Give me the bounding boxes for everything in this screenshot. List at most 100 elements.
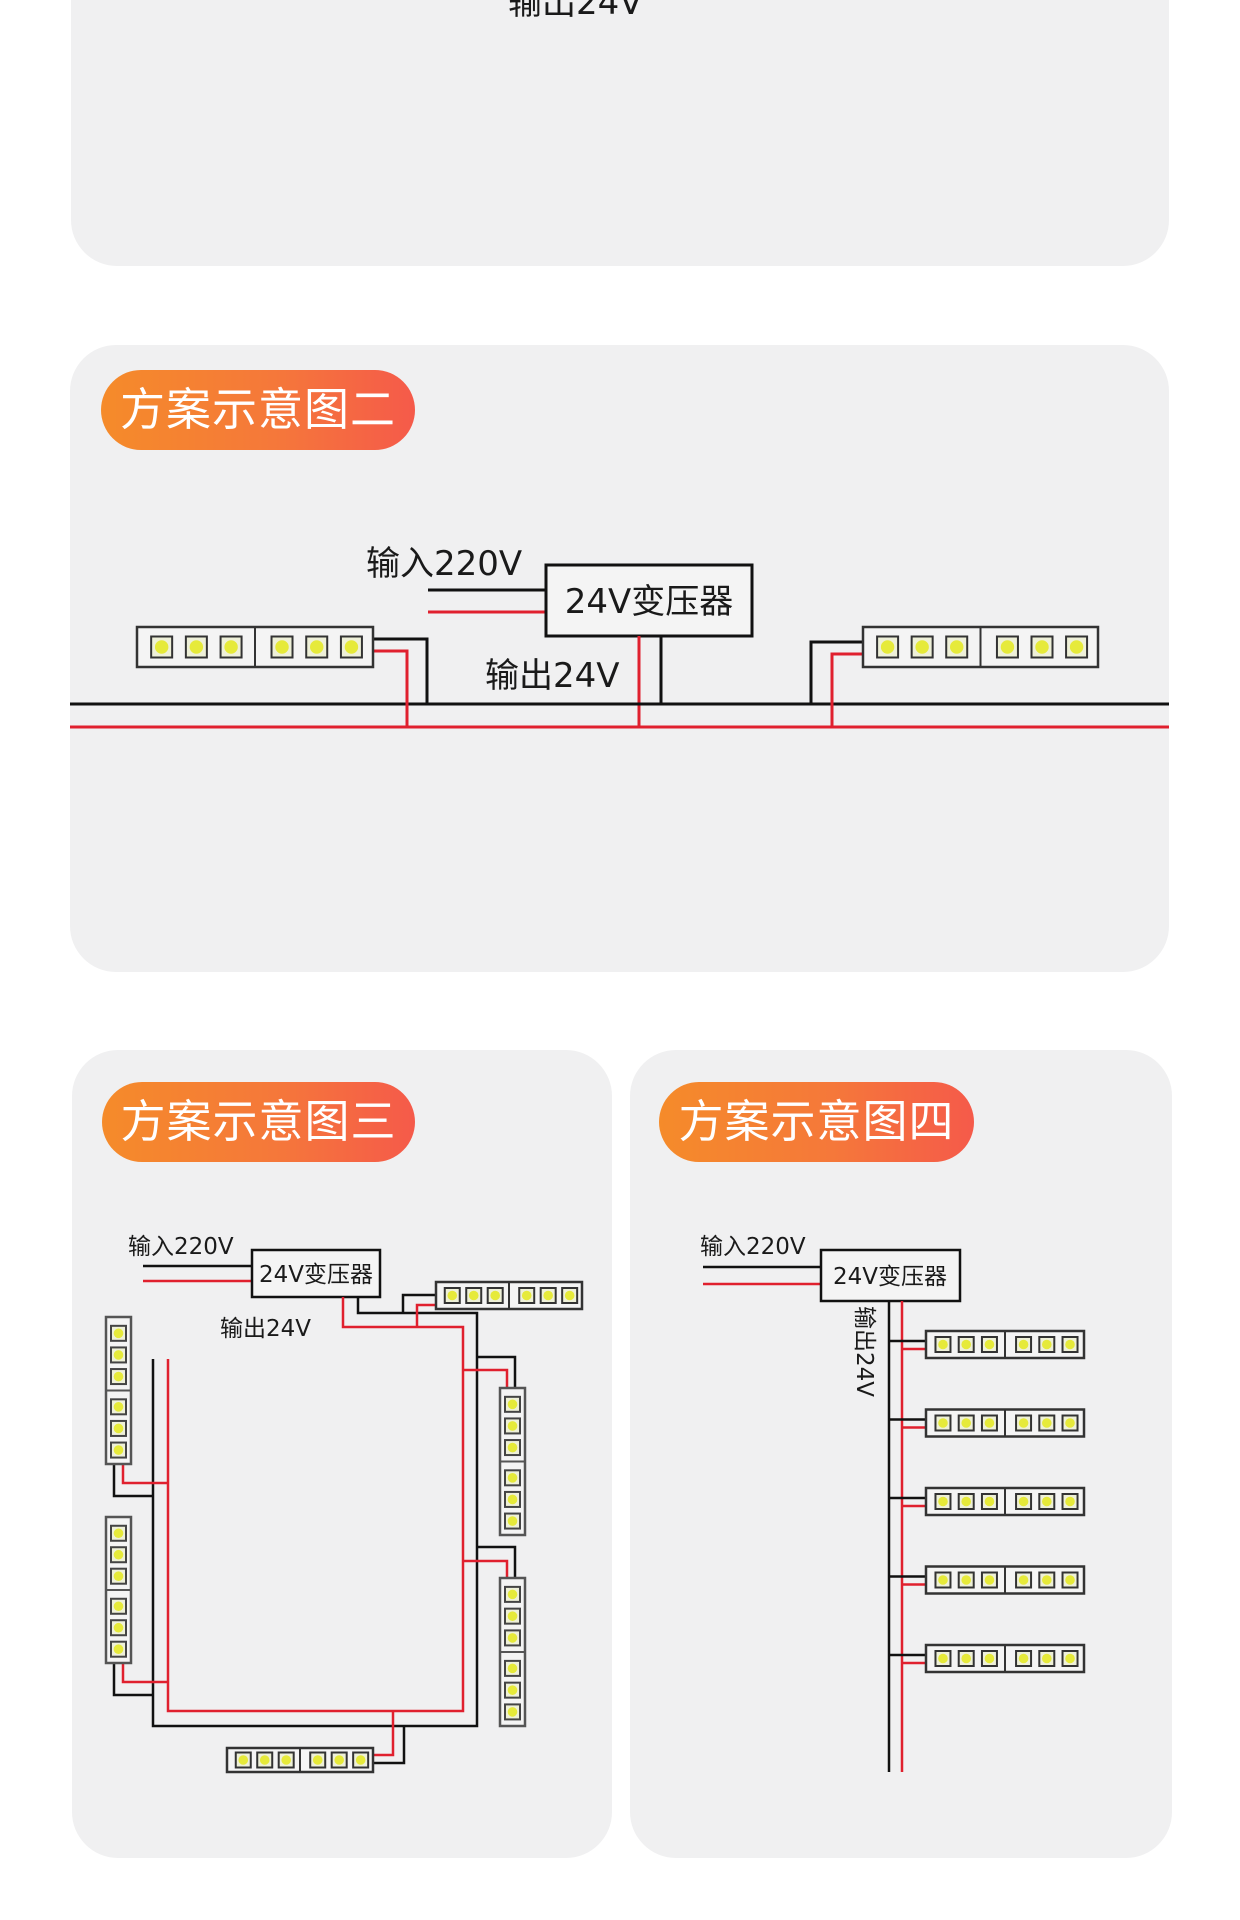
led-light bbox=[984, 1653, 995, 1664]
led-light bbox=[113, 1601, 124, 1612]
transformer-label: 24V变压器 bbox=[565, 582, 734, 622]
led-light bbox=[507, 1494, 518, 1505]
led-light bbox=[334, 1755, 344, 1765]
led-light bbox=[938, 1496, 948, 1507]
led-light bbox=[1018, 1575, 1029, 1585]
led-light bbox=[507, 1473, 518, 1483]
led-light bbox=[447, 1290, 458, 1301]
led-light bbox=[154, 640, 169, 654]
led-light bbox=[1065, 1418, 1075, 1428]
led-light bbox=[312, 1755, 323, 1765]
led-light bbox=[984, 1339, 995, 1350]
scheme-3-title-badge: 方案示意图三 bbox=[102, 1082, 415, 1162]
scheme-3-card: 方案示意图三 输入220V 24V变压器 输出24V bbox=[72, 1050, 612, 1858]
led-light bbox=[1018, 1418, 1029, 1428]
right-strip2-wire-red bbox=[463, 1559, 509, 1578]
led-light bbox=[1018, 1339, 1029, 1350]
led-strip-bottom bbox=[225, 1746, 375, 1774]
led-light bbox=[1000, 640, 1015, 654]
input-label: 输入220V bbox=[366, 544, 522, 584]
led-light bbox=[1065, 1339, 1075, 1350]
led-light bbox=[543, 1290, 553, 1301]
led-light bbox=[113, 1423, 124, 1434]
led-strip-4 bbox=[924, 1565, 1086, 1595]
led-light bbox=[507, 1611, 518, 1621]
left-strip2-wire-red bbox=[121, 1663, 168, 1684]
top-strip-wire-black bbox=[401, 1293, 436, 1313]
led-light bbox=[113, 1328, 124, 1339]
left-strip-wire-red bbox=[373, 649, 409, 727]
led-light bbox=[1041, 1653, 1052, 1664]
left-strip1-wire-black bbox=[112, 1464, 153, 1498]
led-light bbox=[113, 1445, 124, 1455]
led-light bbox=[961, 1653, 972, 1664]
led-light bbox=[938, 1575, 948, 1585]
led-strip-3 bbox=[924, 1486, 1086, 1517]
led-strip-right-2 bbox=[498, 1576, 527, 1728]
led-light bbox=[507, 1516, 518, 1526]
led-light bbox=[1069, 640, 1084, 654]
led-light bbox=[113, 1371, 124, 1382]
led-light bbox=[984, 1418, 995, 1428]
scheme-2-title-badge: 方案示意图二 bbox=[101, 370, 415, 450]
led-light bbox=[961, 1575, 972, 1585]
led-strip-1 bbox=[924, 1329, 1086, 1360]
led-strip-left-2 bbox=[104, 1515, 133, 1665]
led-light bbox=[281, 1755, 292, 1765]
led-light bbox=[564, 1290, 575, 1301]
led-light bbox=[113, 1402, 124, 1412]
transformer-box bbox=[544, 563, 754, 638]
led-light bbox=[1065, 1496, 1075, 1507]
led-light bbox=[1041, 1339, 1052, 1350]
led-light bbox=[113, 1622, 124, 1633]
transformer-box bbox=[250, 1248, 382, 1299]
scheme-4-title-badge: 方案示意图四 bbox=[659, 1082, 974, 1162]
input-label: 输入220V bbox=[700, 1234, 806, 1260]
scheme-3-diagram: 输入220V 24V变压器 输出24V bbox=[104, 1234, 584, 1774]
led-light bbox=[113, 1644, 124, 1655]
led-light bbox=[507, 1707, 518, 1717]
led-light bbox=[961, 1418, 972, 1428]
led-light bbox=[938, 1418, 948, 1428]
led-light bbox=[507, 1685, 518, 1695]
right-strip1-wire-black bbox=[477, 1355, 517, 1388]
left-strip1-wire-red bbox=[121, 1464, 168, 1485]
scheme-1-output-label: 输出24V bbox=[508, 0, 643, 23]
led-light bbox=[1018, 1496, 1029, 1507]
led-light bbox=[1041, 1496, 1052, 1507]
led-strip-left bbox=[135, 625, 375, 669]
led-light bbox=[521, 1290, 532, 1301]
output-label: 输出24V bbox=[485, 656, 620, 696]
led-light bbox=[490, 1290, 501, 1301]
led-light bbox=[507, 1399, 518, 1410]
top-strip-wire-red bbox=[415, 1303, 436, 1327]
led-light bbox=[344, 640, 359, 654]
led-light bbox=[113, 1350, 124, 1360]
led-light bbox=[1035, 640, 1049, 654]
led-light bbox=[961, 1496, 972, 1507]
led-light bbox=[259, 1755, 270, 1765]
transformer-label: 24V变压器 bbox=[833, 1264, 947, 1290]
led-light bbox=[1065, 1653, 1075, 1664]
loop-wire-red bbox=[166, 1297, 465, 1713]
transformer-label: 24V变压器 bbox=[259, 1262, 373, 1288]
left-strip2-wire-black bbox=[112, 1663, 153, 1697]
led-strip-2 bbox=[924, 1408, 1086, 1438]
right-strip-wire-red bbox=[830, 652, 863, 727]
led-strip-left-1 bbox=[104, 1315, 133, 1466]
scheme-4-diagram: 输入220V 24V变压器 输出24V bbox=[700, 1234, 1086, 1772]
right-strip1-wire-red bbox=[463, 1368, 509, 1388]
led-light bbox=[880, 640, 895, 654]
led-light bbox=[189, 640, 204, 654]
bottom-strip-wire-black bbox=[373, 1726, 406, 1765]
right-strip-wire-black bbox=[809, 640, 863, 704]
right-strip2-wire-black bbox=[477, 1545, 517, 1578]
led-light bbox=[984, 1575, 995, 1585]
scheme-2-diagram: 输入220V 24V变压器 输出24V bbox=[70, 544, 1169, 729]
led-light bbox=[507, 1442, 518, 1453]
led-light bbox=[238, 1755, 249, 1765]
led-light bbox=[224, 640, 238, 654]
led-strip-right-1 bbox=[498, 1386, 527, 1537]
transformer-box bbox=[819, 1248, 962, 1303]
bottom-strip-wire-red bbox=[373, 1711, 395, 1757]
